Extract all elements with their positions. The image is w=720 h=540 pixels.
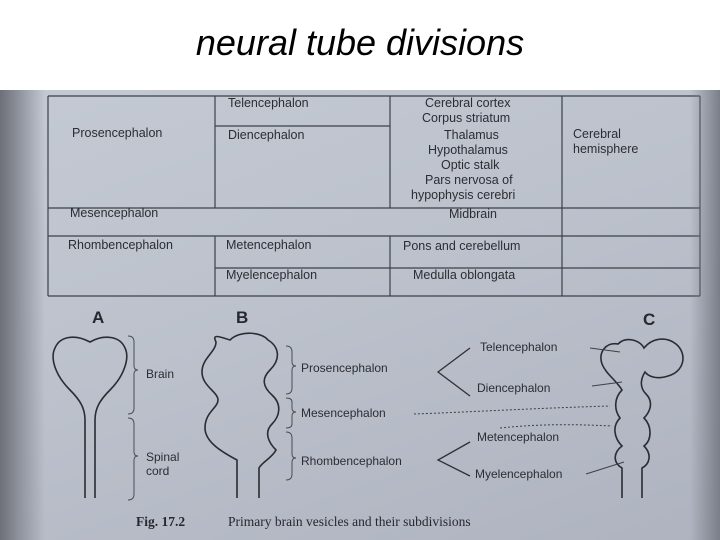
pointer-diencephalon <box>591 381 623 387</box>
cell-midbrain: Midbrain <box>449 207 497 221</box>
split-prosencephalon <box>436 347 471 397</box>
cell-metencephalon: Metencephalon <box>226 238 312 252</box>
cell-pars-nervosa: Pars nervosa of <box>425 173 513 187</box>
label-c-metencephalon: Metencephalon <box>477 430 559 444</box>
cell-hypophysis: hypophysis cerebri <box>411 188 515 202</box>
label-b-rhombencephalon: Rhombencephalon <box>301 454 402 468</box>
dotted-mesencephalon <box>413 405 611 415</box>
tube-a <box>52 336 128 498</box>
brace-prosencephalon <box>285 345 297 395</box>
pointer-telencephalon <box>589 347 621 353</box>
cell-cerebral: Cerebral <box>573 127 621 141</box>
cell-optic-stalk: Optic stalk <box>441 158 500 172</box>
caption-fig-number: Fig. 17.2 <box>136 514 185 529</box>
tube-b <box>201 332 280 498</box>
cell-hypothalamus: Hypothalamus <box>428 143 508 157</box>
cell-prosencephalon: Prosencephalon <box>72 126 162 140</box>
cell-corpus-striatum: Corpus striatum <box>422 111 510 125</box>
cell-myelencephalon: Myelencephalon <box>226 268 317 282</box>
panel-label-c: C <box>643 310 655 329</box>
panel-label-a: A <box>92 308 104 327</box>
label-c-diencephalon: Diencephalon <box>477 381 550 395</box>
diagram-svg: Prosencephalon Telencephalon Diencephalo… <box>47 95 701 529</box>
cell-telencephalon: Telencephalon <box>228 96 309 110</box>
caption-text: Primary brain vesicles and their subdivi… <box>228 514 471 529</box>
label-b-mesencephalon: Mesencephalon <box>301 406 386 420</box>
cell-diencephalon: Diencephalon <box>228 128 304 142</box>
tube-c <box>600 338 684 498</box>
cell-cerebral-cortex: Cerebral cortex <box>425 96 511 110</box>
textbook-photo: Prosencephalon Telencephalon Diencephalo… <box>0 90 720 540</box>
cell-mesencephalon: Mesencephalon <box>70 206 158 220</box>
page-curl-shadow-left <box>0 90 45 540</box>
dotted-metencephalon <box>499 424 613 429</box>
label-c-myelencephalon: Myelencephalon <box>475 467 562 481</box>
label-c-telencephalon: Telencephalon <box>480 340 557 354</box>
label-brain: Brain <box>146 367 174 381</box>
brace-mesencephalon <box>285 397 297 429</box>
pointer-myelencephalon <box>585 461 625 475</box>
brace-brain <box>127 335 139 415</box>
cell-thalamus: Thalamus <box>444 128 499 142</box>
page-curl-shadow-right <box>690 90 720 540</box>
brace-rhombencephalon <box>285 431 297 481</box>
cell-rhombencephalon: Rhombencephalon <box>68 238 173 252</box>
cell-hemisphere: hemisphere <box>573 142 638 156</box>
label-cord: cord <box>146 464 169 478</box>
slide-title: neural tube divisions <box>195 22 525 63</box>
cell-pons-cerebellum: Pons and cerebellum <box>403 239 520 253</box>
panel-label-b: B <box>236 308 248 327</box>
cell-medulla: Medulla oblongata <box>413 268 515 282</box>
label-spinal: Spinal <box>146 450 179 464</box>
brace-spinal <box>127 417 139 501</box>
split-rhombencephalon <box>436 441 471 477</box>
label-b-prosencephalon: Prosencephalon <box>301 361 388 375</box>
